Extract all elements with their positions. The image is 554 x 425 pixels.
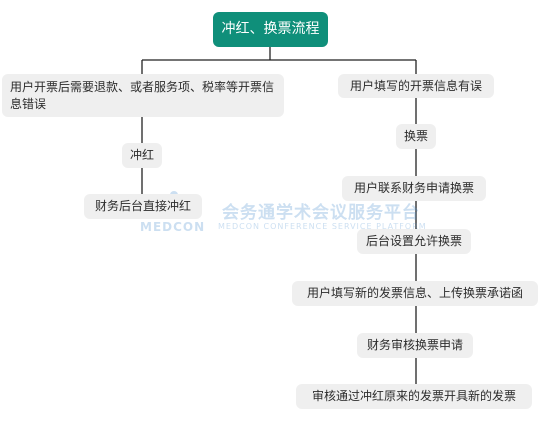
left-action-node: 冲红 [122,143,162,168]
left-condition-node: 用户开票后需要退款、或者服务项、税率等开票信息错误 [2,74,284,117]
left-step-node: 财务后台直接冲红 [84,194,202,219]
right-condition-node: 用户填写的开票信息有误 [338,74,494,98]
right-step-node: 用户填写新的发票信息、上传换票承诺函 [292,281,538,306]
right-step-node: 审核通过冲红原来的发票开具新的发票 [296,384,532,409]
right-step-node: 用户联系财务申请换票 [342,176,486,201]
root-node: 冲红、换票流程 [213,12,328,47]
right-step-node: 财务审核换票申请 [357,333,473,358]
right-step-node: 后台设置允许换票 [357,229,471,254]
right-action-node: 换票 [396,124,436,149]
